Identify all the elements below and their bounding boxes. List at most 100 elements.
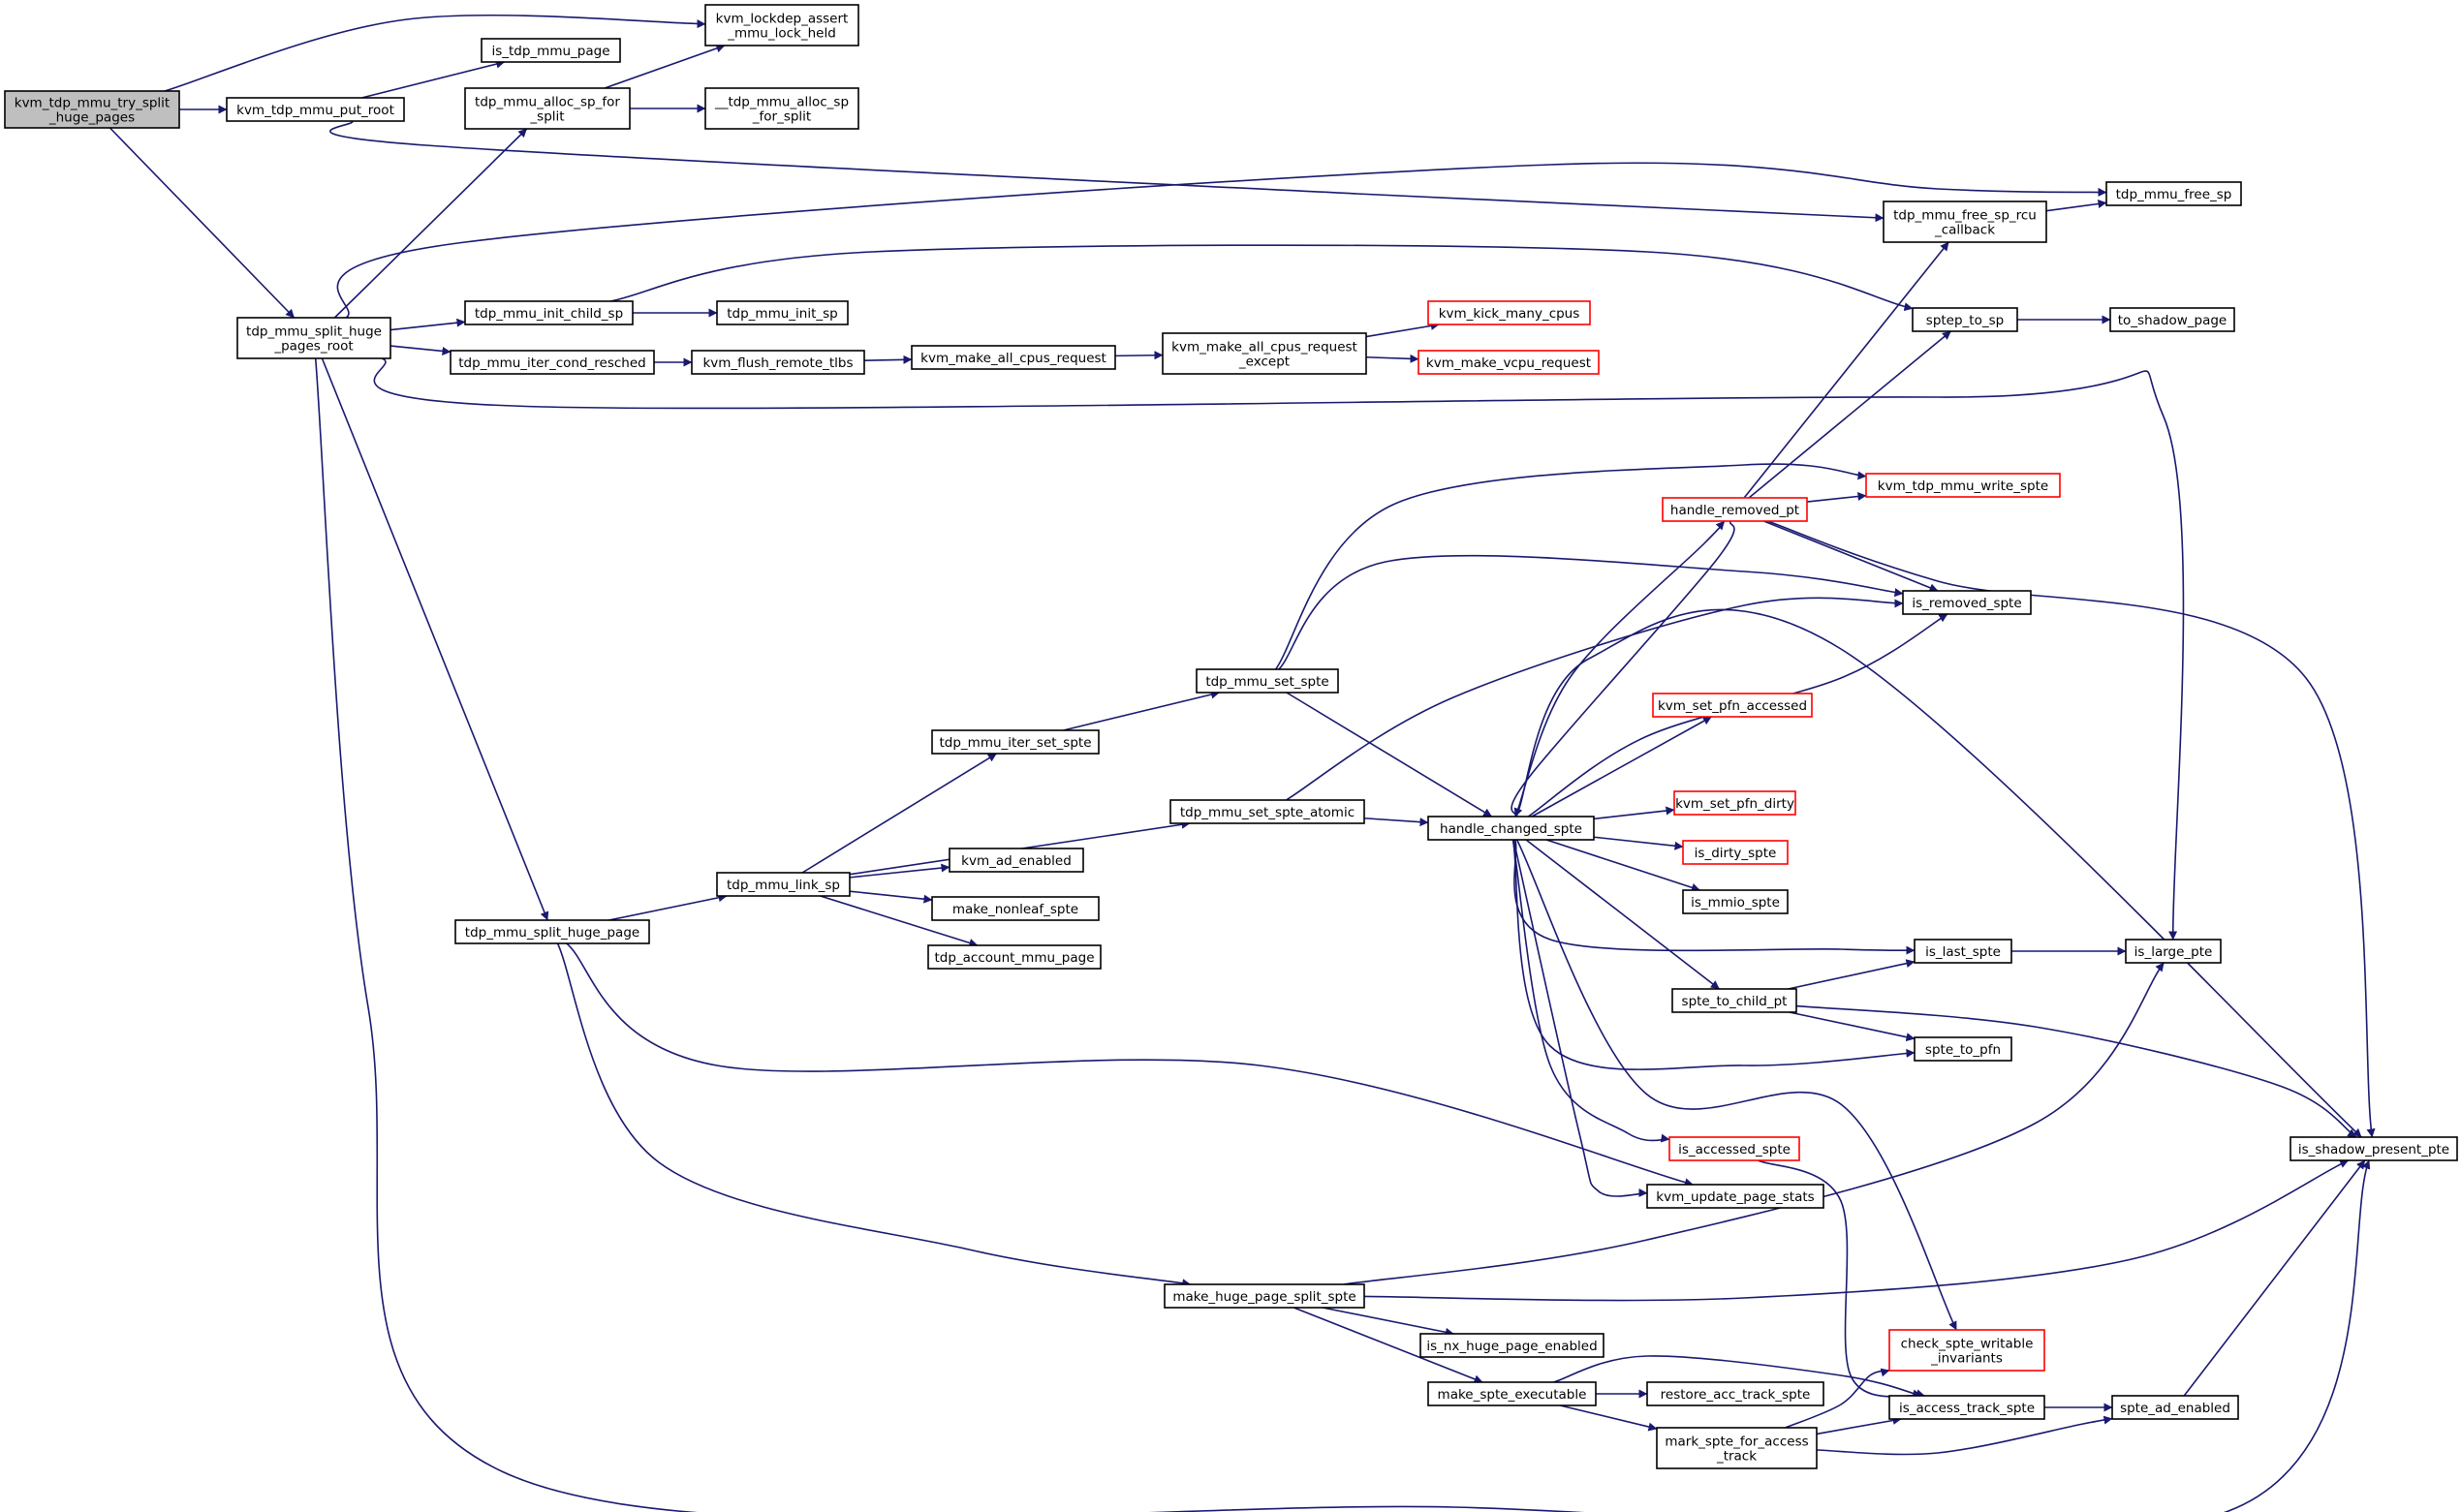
node-label: _for_split	[752, 109, 811, 125]
edge-make_huge_page_split_spte-to-is_shadow_present_pte	[1363, 1159, 2350, 1302]
edge-handle_removed_pt-to-tdp_mmu_free_sp_rcu_callback	[1743, 241, 1949, 499]
node-handle_removed_pt[interactable]: handle_removed_pt	[1662, 497, 1808, 522]
node-box	[931, 729, 1100, 755]
edge-handle_changed_spte-to-check_spte_writable_invariants	[1515, 839, 1957, 1331]
edge-tdp_mmu_set_spte-to-is_removed_spte	[1278, 554, 1904, 670]
node-spte_ad_enabled[interactable]: spte_ad_enabled	[2111, 1395, 2239, 1420]
node-kvm_set_pfn_dirty[interactable]: kvm_set_pfn_dirty	[1673, 790, 1796, 816]
edge-kvm_make_all_cpus_request_except-to-kvm_kick_many_cpus	[1365, 321, 1440, 338]
node-box	[1914, 939, 2012, 964]
node-tdp_mmu_init_sp[interactable]: tdp_mmu_init_sp	[716, 300, 849, 325]
node-is_large_pte[interactable]: is_large_pte	[2125, 939, 2222, 964]
node-tdp_mmu_link_sp[interactable]: tdp_mmu_link_sp	[716, 872, 851, 897]
node-kvm_update_page_stats[interactable]: kvm_update_page_stats	[1646, 1184, 1824, 1209]
edge-tdp_mmu_split_huge_pages_root-to-is_shadow_present_pte	[314, 357, 2371, 1512]
edge-handle_removed_pt-to-sptep_to_sp	[1748, 330, 1951, 499]
node-mark_spte_for_access_track[interactable]: mark_spte_for_access_track	[1656, 1427, 1818, 1469]
node-tdp_account_mmu_page[interactable]: tdp_account_mmu_page	[927, 944, 1102, 970]
node-kvm_ad_enabled[interactable]: kvm_ad_enabled	[949, 848, 1084, 873]
node-label: tdp_mmu_free_sp_rcu	[1893, 208, 2037, 224]
node-kvm_tdp_mmu_write_spte[interactable]: kvm_tdp_mmu_write_spte	[1865, 473, 2061, 498]
node-tdp_mmu_free_sp[interactable]: tdp_mmu_free_sp	[2105, 181, 2242, 206]
node-label: _except	[1238, 355, 1290, 370]
node-kvm_make_vcpu_request[interactable]: kvm_make_vcpu_request	[1417, 350, 1600, 375]
node-spte_to_pfn[interactable]: spte_to_pfn	[1914, 1036, 2012, 1062]
node-box	[927, 944, 1102, 970]
node-label: to_shadow_page	[2118, 313, 2227, 328]
node-handle_changed_spte[interactable]: handle_changed_spte	[1427, 816, 1595, 841]
edge-kvm_make_all_cpus_request-to-kvm_make_all_cpus_request_except	[1114, 351, 1164, 360]
node-restore_acc_track_spte[interactable]: restore_acc_track_spte	[1646, 1381, 1824, 1406]
node-is_shadow_present_pte[interactable]: is_shadow_present_pte	[2290, 1136, 2458, 1161]
node-label: spte_to_child_pt	[1682, 994, 1788, 1009]
node-label: kvm_make_all_cpus_request	[1171, 340, 1357, 355]
node-tdp_mmu_alloc_sp_for_split[interactable]: tdp_mmu_alloc_sp_for_split	[464, 87, 631, 130]
node-label: kvm_ad_enabled	[961, 853, 1072, 869]
node-kvm_tdp_mmu_put_root[interactable]: kvm_tdp_mmu_put_root	[226, 97, 405, 122]
node-kvm_make_all_cpus_request[interactable]: kvm_make_all_cpus_request	[911, 345, 1116, 370]
node-to_shadow_page[interactable]: to_shadow_page	[2109, 307, 2235, 332]
node-label: __tdp_mmu_alloc_sp	[714, 95, 849, 110]
node-tdp_mmu_set_spte_atomic[interactable]: tdp_mmu_set_spte_atomic	[1169, 799, 1365, 824]
call-edges	[109, 14, 2376, 1512]
node-kvm_kick_many_cpus[interactable]: kvm_kick_many_cpus	[1427, 300, 1591, 325]
node-is_accessed_spte[interactable]: is_accessed_spte	[1668, 1136, 1800, 1161]
node-label: kvm_set_pfn_accessed	[1658, 698, 1807, 714]
node-label: kvm_tdp_mmu_try_split	[15, 96, 170, 111]
node-is_tdp_mmu_page[interactable]: is_tdp_mmu_page	[481, 38, 621, 63]
node-check_spte_writable_invariants[interactable]: check_spte_writable_invariants	[1888, 1329, 2045, 1372]
node-label: spte_to_pfn	[1925, 1042, 2001, 1058]
node-is_dirty_spte[interactable]: is_dirty_spte	[1682, 840, 1789, 865]
node-label: tdp_mmu_split_huge	[246, 324, 382, 340]
node-kvm_make_all_cpus_request_except[interactable]: kvm_make_all_cpus_request_except	[1162, 332, 1367, 375]
node-kvm_flush_remote_tlbs[interactable]: kvm_flush_remote_tlbs	[691, 350, 865, 375]
edge-make_huge_page_split_spte-to-is_nx_huge_page_enabled	[1322, 1307, 1454, 1337]
node-kvm_lockdep_assert_mmu_lock_held[interactable]: kvm_lockdep_assert_mmu_lock_held	[704, 4, 859, 46]
node-tdp_mmu_iter_cond_resched[interactable]: tdp_mmu_iter_cond_resched	[450, 350, 655, 375]
node-is_removed_spte[interactable]: is_removed_spte	[1902, 590, 2032, 615]
node-tdp_mmu_iter_set_spte[interactable]: tdp_mmu_iter_set_spte	[931, 729, 1100, 755]
node-box	[464, 87, 631, 130]
node-label: is_accessed_spte	[1678, 1142, 1791, 1157]
edge-handle_changed_spte-to-spte_to_pfn	[1511, 839, 1916, 1070]
node-tdp_mmu_split_huge_pages_root[interactable]: tdp_mmu_split_huge_pages_root	[236, 317, 391, 359]
node-kvm_set_pfn_accessed[interactable]: kvm_set_pfn_accessed	[1652, 693, 1813, 718]
node-make_huge_page_split_spte[interactable]: make_huge_page_split_spte	[1164, 1283, 1365, 1309]
node-label: kvm_flush_remote_tlbs	[702, 355, 853, 371]
node-label: tdp_mmu_set_spte	[1205, 674, 1328, 690]
node-label: _callback	[1934, 223, 1995, 238]
edge-tdp_mmu_set_spte_atomic-to-handle_changed_spte	[1363, 817, 1429, 827]
node-is_nx_huge_page_enabled[interactable]: is_nx_huge_page_enabled	[1419, 1333, 1604, 1358]
node-make_spte_executable[interactable]: make_spte_executable	[1427, 1381, 1597, 1406]
node-is_mmio_spte[interactable]: is_mmio_spte	[1682, 889, 1789, 914]
node-spte_to_child_pt[interactable]: spte_to_child_pt	[1671, 988, 1797, 1013]
node-box	[450, 350, 655, 375]
edge-tdp_mmu_split_huge_pages_root-to-tdp_mmu_init_child_sp	[389, 318, 466, 331]
edge-mark_spte_for_access_track-to-spte_ad_enabled	[1816, 1415, 2113, 1456]
node-label: tdp_mmu_iter_cond_resched	[458, 355, 645, 371]
edge-handle_changed_spte-to-kvm_update_page_stats	[1512, 839, 1648, 1197]
node-box	[1912, 307, 2018, 332]
edge-tdp_mmu_set_spte-to-handle_changed_spte	[1286, 692, 1493, 818]
node-is_access_track_spte[interactable]: is_access_track_spte	[1888, 1395, 2045, 1420]
edge-tdp_mmu_set_spte-to-kvm_tdp_mmu_write_spte	[1275, 463, 1867, 670]
node-box	[704, 87, 859, 130]
edge-mark_spte_for_access_track-to-is_access_track_spte	[1816, 1416, 1902, 1435]
edge-tdp_mmu_split_huge_page-to-kvm_update_page_stats	[566, 942, 1694, 1188]
node-tdp_mmu_split_huge_page[interactable]: tdp_mmu_split_huge_page	[454, 919, 650, 944]
node-label: tdp_mmu_init_child_sp	[475, 306, 623, 322]
node-__tdp_mmu_alloc_sp_for_split[interactable]: __tdp_mmu_alloc_sp_for_split	[704, 87, 859, 130]
node-kvm_tdp_mmu_try_split_huge_pages[interactable]: kvm_tdp_mmu_try_split_huge_pages	[4, 90, 180, 129]
node-label: kvm_lockdep_assert	[716, 12, 849, 27]
edge-make_spte_executable-to-is_access_track_spte	[1553, 1355, 1922, 1399]
node-is_last_spte[interactable]: is_last_spte	[1914, 939, 2012, 964]
node-tdp_mmu_free_sp_rcu_callback[interactable]: tdp_mmu_free_sp_rcu_callback	[1883, 201, 2047, 243]
node-sptep_to_sp[interactable]: sptep_to_sp	[1912, 307, 2018, 332]
node-tdp_mmu_set_spte[interactable]: tdp_mmu_set_spte	[1196, 668, 1339, 694]
node-label: make_huge_page_split_spte	[1172, 1289, 1355, 1305]
node-box	[1652, 693, 1813, 718]
node-make_nonleaf_spte[interactable]: make_nonleaf_spte	[931, 896, 1100, 921]
node-tdp_mmu_init_child_sp[interactable]: tdp_mmu_init_child_sp	[464, 300, 634, 325]
edge-spte_to_child_pt-to-spte_to_pfn	[1789, 1011, 1916, 1042]
node-label: tdp_account_mmu_page	[934, 950, 1094, 966]
